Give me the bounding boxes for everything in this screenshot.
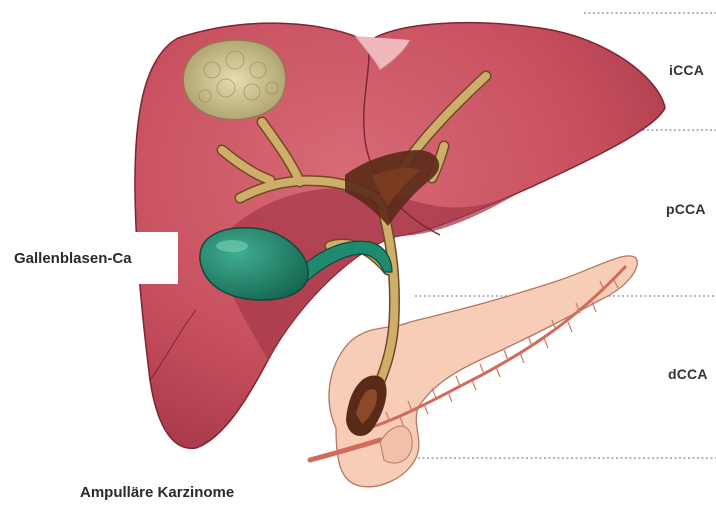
zone-label-pcca: pCCA — [666, 201, 706, 217]
gallbladder-label: Gallenblasen-Ca — [0, 232, 178, 284]
pancreas — [310, 256, 637, 487]
zone-label-icca: iCCA — [669, 62, 704, 78]
gallbladder-highlight — [216, 240, 248, 252]
gallbladder-label-text: Gallenblasen-Ca — [14, 250, 132, 267]
tumor-mass — [183, 40, 285, 119]
liver-tumor — [183, 40, 285, 119]
ampulla-label: Ampulläre Karzinome — [80, 484, 234, 501]
zone-label-dcca: dCCA — [668, 366, 708, 382]
